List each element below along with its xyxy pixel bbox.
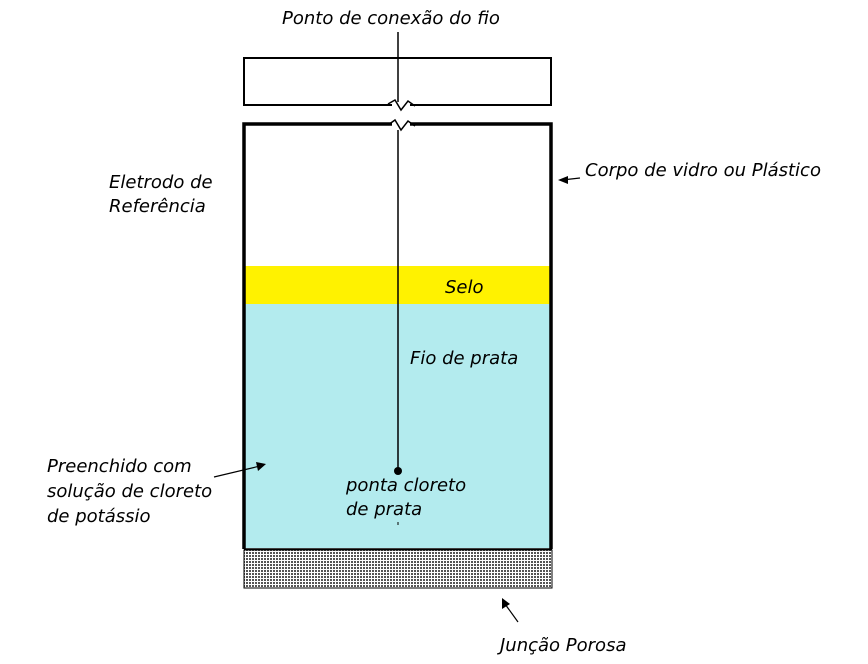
body-arrowhead — [558, 176, 568, 184]
seal-label: Selo — [445, 277, 484, 298]
filled-arrowhead — [256, 462, 266, 471]
electrode-body-outline — [242, 122, 553, 549]
junction-arrow — [504, 603, 519, 623]
electrode-label-line2: Referência — [109, 196, 206, 217]
silver-wire-label: Fio de prata — [410, 348, 518, 369]
electrode-label-line1: Eletrodo de — [109, 172, 213, 193]
porous-junction — [243, 549, 553, 589]
tip-label-line1: ponta cloreto — [345, 475, 466, 496]
filled-label-line1: Preenchido com — [47, 456, 192, 477]
wire-break-top — [387, 98, 416, 112]
wire-connection-label: Ponto de conexão do fio — [282, 8, 500, 29]
tip-label-line2: de prata — [346, 499, 422, 520]
wire-break-bottom — [387, 118, 416, 132]
junction-label: Junção Porosa — [497, 635, 626, 656]
body-label: Corpo de vidro ou Plástico — [585, 160, 821, 181]
junction-arrowhead — [502, 598, 510, 609]
filled-arrow — [213, 465, 261, 478]
silver-chloride-tip — [394, 467, 402, 475]
filled-label-line3: de potássio — [47, 506, 151, 527]
filled-label-line2: solução de cloreto — [47, 481, 212, 502]
